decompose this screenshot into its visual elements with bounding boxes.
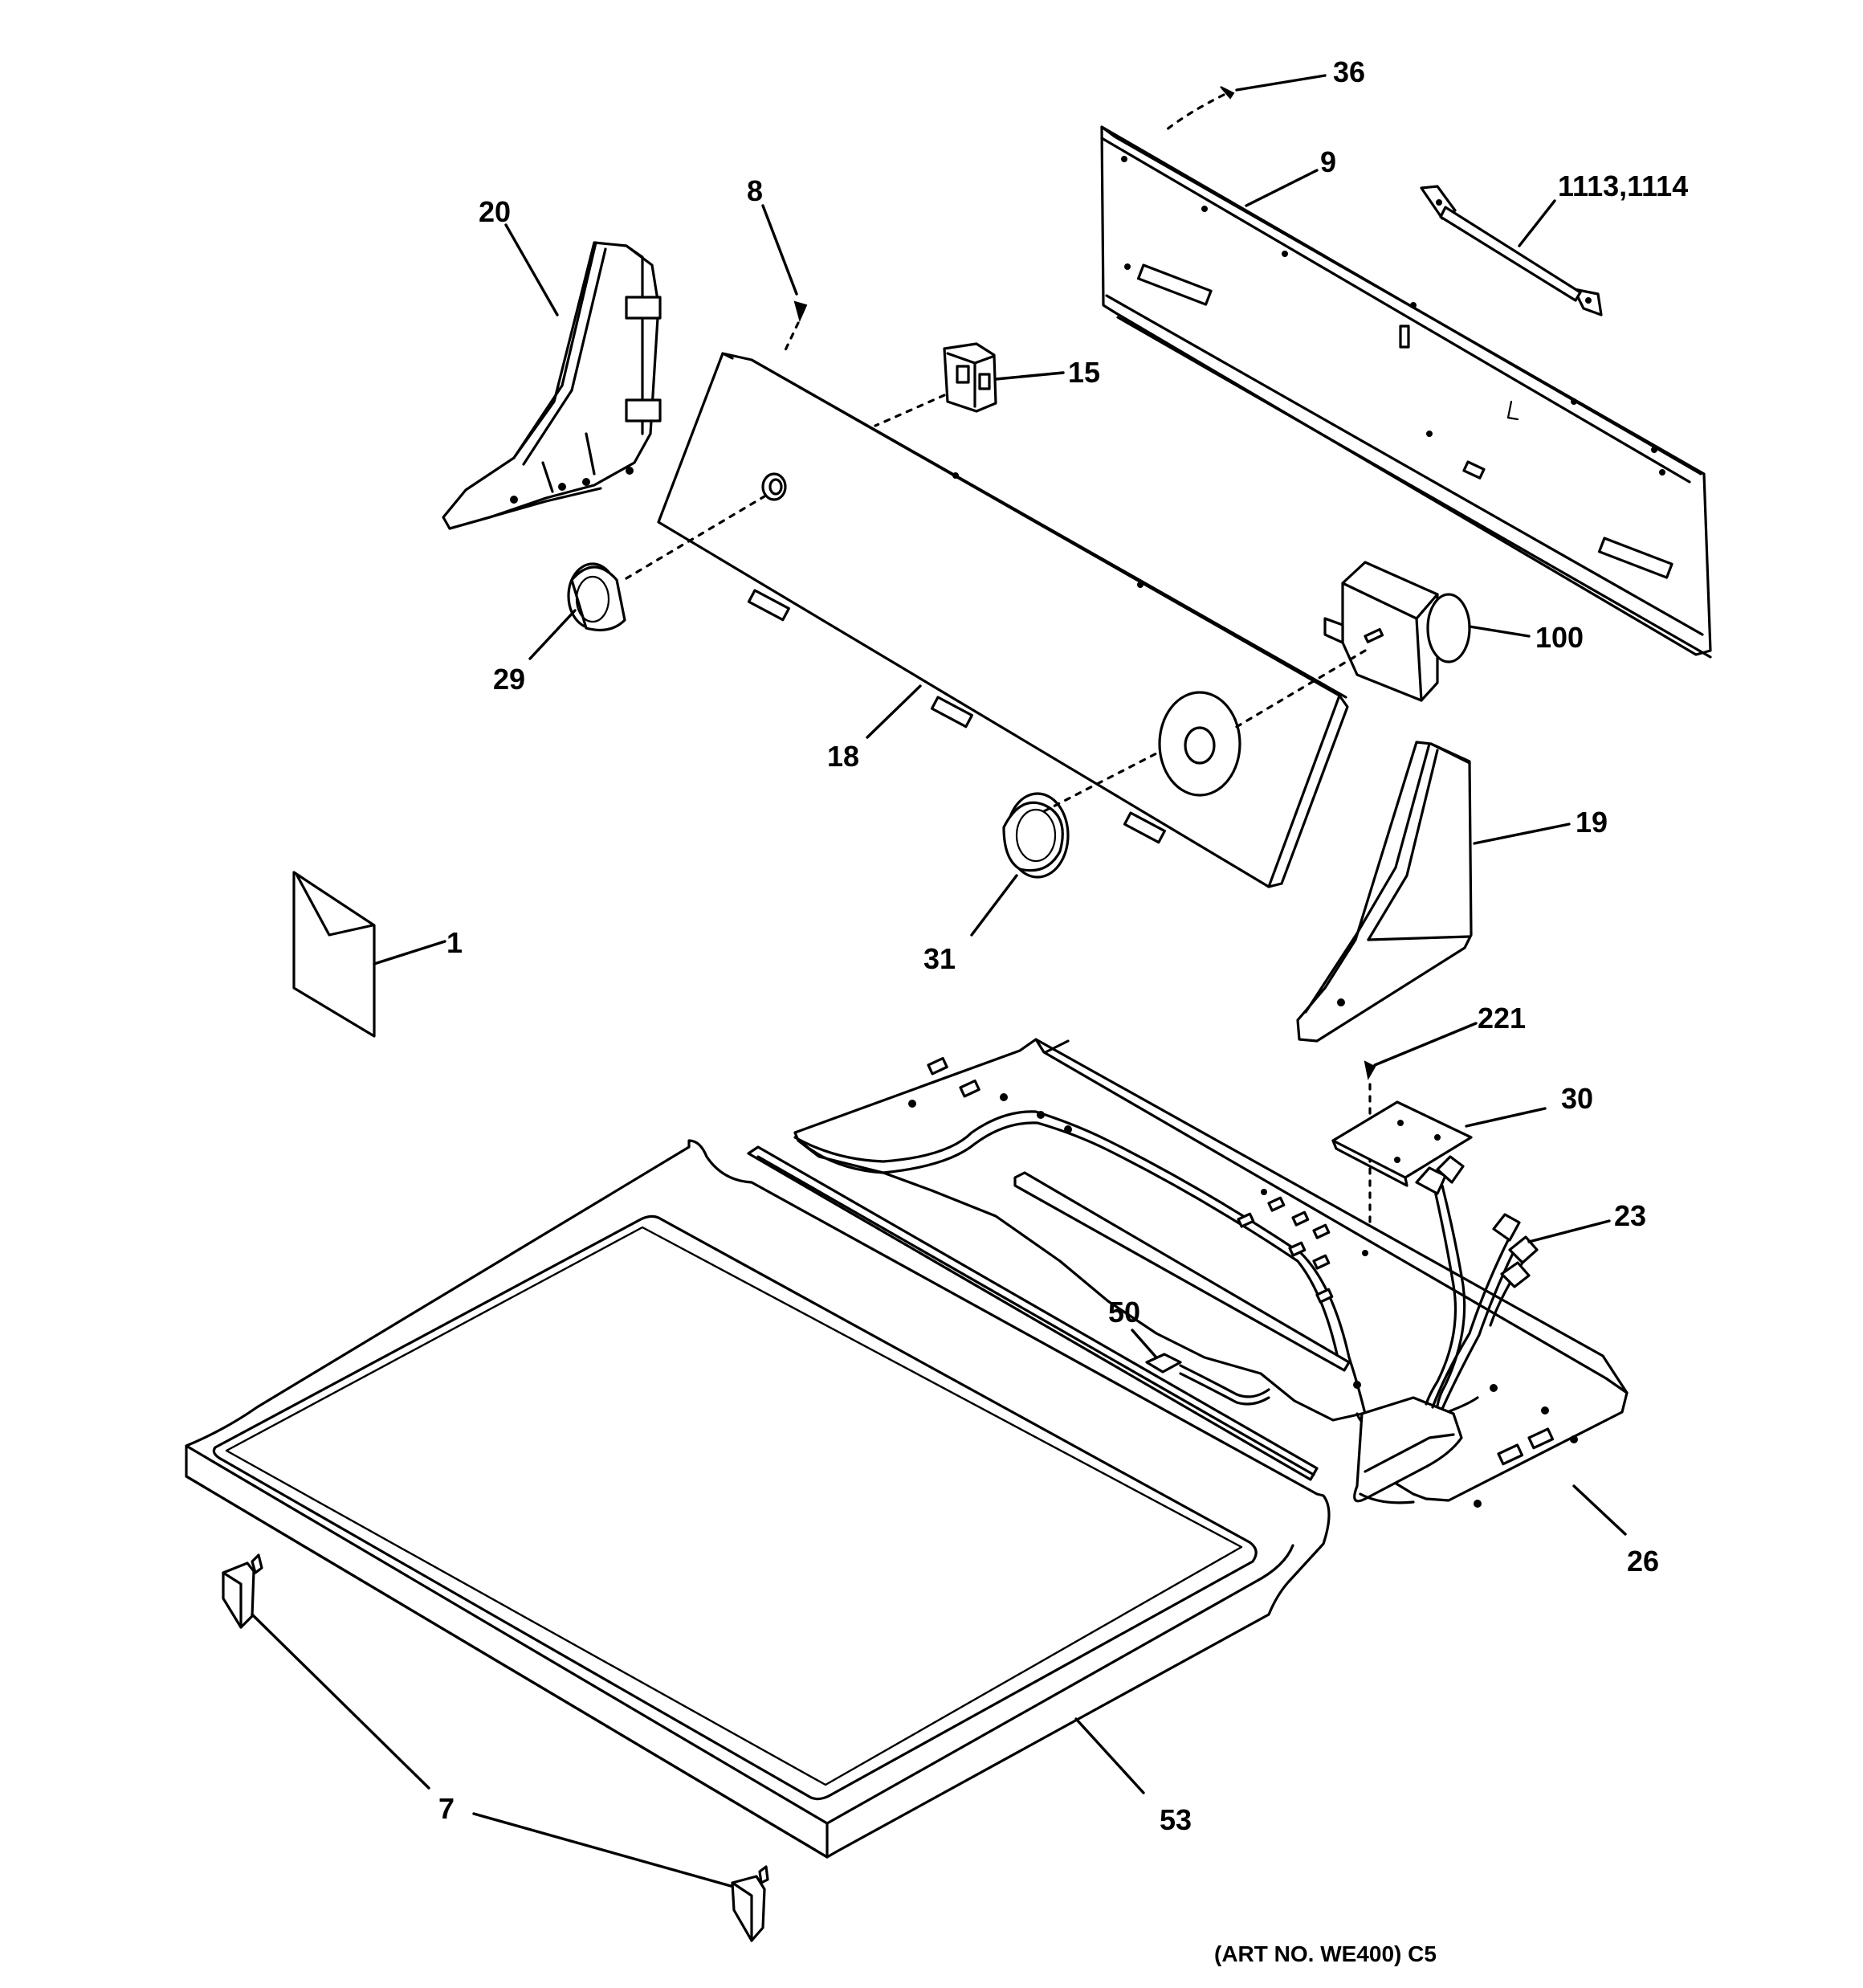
callout-19: 19	[1576, 806, 1608, 839]
callout-23: 23	[1614, 1199, 1646, 1232]
callout-18: 18	[827, 740, 859, 773]
part-23-wire-harness	[1415, 1155, 1539, 1410]
part-1-manual	[292, 871, 376, 1038]
part-19-right-endcap	[1296, 741, 1473, 1043]
callout-31: 31	[923, 942, 956, 975]
part-1113-bracket	[1420, 185, 1603, 316]
part-53-main-top	[185, 1139, 1331, 1859]
art-number-caption: (ART NO. WE400) C5	[1214, 1941, 1437, 1966]
callout-50: 50	[1108, 1296, 1140, 1329]
callout-labels: 36 9 1113,1114 20 8 15 100 29 18 19 31 1…	[438, 55, 1688, 1966]
callout-100: 100	[1535, 621, 1584, 654]
part-20-left-endcap	[442, 241, 662, 530]
part-8-screw	[782, 300, 808, 355]
leader-lines	[251, 74, 1627, 1888]
part-100-timer	[1233, 561, 1471, 729]
part-15-switch	[874, 342, 997, 427]
callout-29: 29	[493, 663, 525, 696]
part-36-screw	[1164, 86, 1235, 132]
callout-36: 36	[1333, 55, 1365, 88]
part-30-cover-plate	[1331, 1100, 1473, 1187]
callout-8: 8	[747, 174, 763, 207]
callout-221: 221	[1478, 1002, 1526, 1035]
callout-53: 53	[1160, 1803, 1192, 1836]
part-18-control-panel	[657, 352, 1349, 888]
callout-7: 7	[438, 1792, 455, 1825]
part-7-hinge-left	[222, 1553, 263, 1629]
part-50-clip	[1145, 1353, 1270, 1406]
part-26-top-plate	[793, 1038, 1629, 1508]
part-7-hinge-right	[731, 1865, 769, 1942]
callout-26: 26	[1627, 1545, 1659, 1578]
part-31-knob	[1002, 750, 1161, 879]
callout-1: 1	[446, 926, 463, 959]
callout-15: 15	[1068, 356, 1100, 389]
callout-20: 20	[479, 195, 511, 228]
callout-1113-1114: 1113,1114	[1558, 169, 1688, 202]
part-29-knob	[567, 495, 766, 631]
callout-30: 30	[1561, 1082, 1593, 1115]
part-9-back-panel	[1100, 125, 1712, 659]
callout-9: 9	[1320, 145, 1336, 178]
